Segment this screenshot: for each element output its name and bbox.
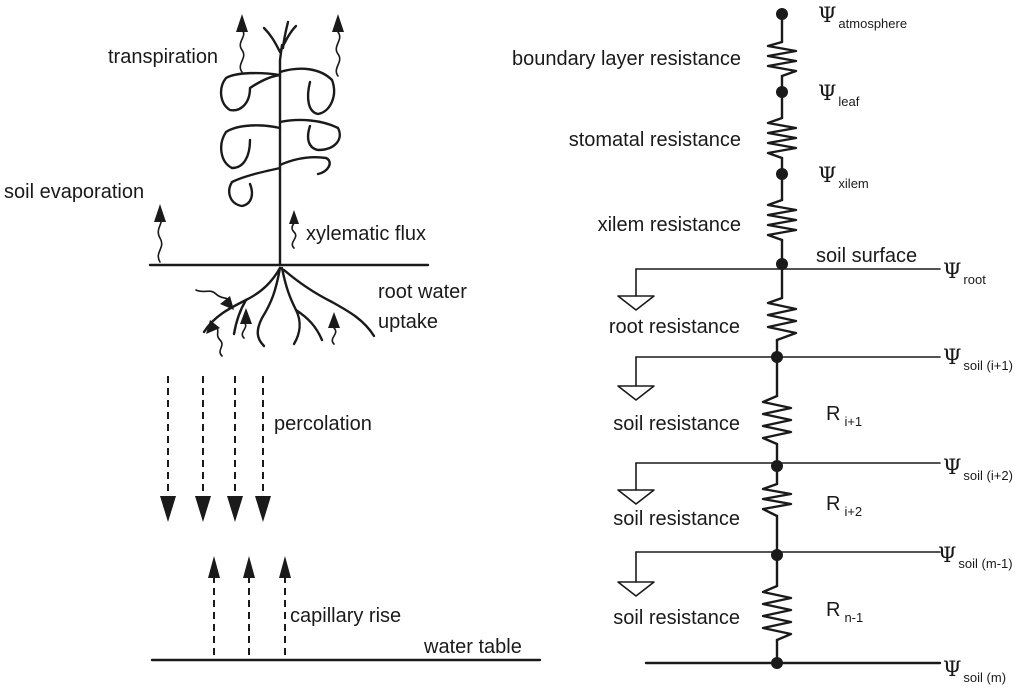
soil-resistance-label: soil resistance: [613, 508, 740, 530]
boundary-layer-resistance-label: boundary layer resistance: [512, 48, 741, 70]
ground-symbol: [617, 551, 655, 597]
percolation-arrow: [195, 376, 211, 522]
soil-resistor-2: [761, 482, 793, 518]
plant-leaf: [228, 166, 282, 208]
ground-symbol: [617, 462, 655, 505]
root-uptake-arrow: [240, 308, 252, 339]
soil-resistance-label: soil resistance: [613, 607, 740, 629]
node-dot: [771, 460, 783, 472]
soil-resistance-label: soil resistance: [613, 413, 740, 435]
capillary-rise-arrow: [208, 556, 220, 658]
root-water-uptake-label-line2: uptake: [378, 311, 438, 333]
plant-sprout: [262, 20, 298, 54]
capillary-rise-arrow: [243, 556, 255, 658]
boundary-layer-resistor: [766, 40, 798, 78]
transpiration-arrow: [332, 14, 344, 77]
capillary-rise-label: capillary rise: [290, 605, 401, 627]
percolation-arrow: [255, 376, 271, 522]
plant-leaf: [278, 67, 336, 116]
soil-evaporation-label: soil evaporation: [4, 181, 144, 203]
percolation-arrow: [227, 376, 243, 522]
plant-leaf: [220, 124, 282, 170]
xylematic-flux-label: xylematic flux: [306, 223, 426, 245]
plant-leaf: [278, 118, 341, 152]
root-uptake-arrow: [206, 320, 223, 357]
plant-stem: [278, 43, 284, 267]
node-dot: [771, 657, 783, 669]
node-dot: [776, 86, 788, 98]
ground-symbol: [617, 356, 655, 401]
plant-leaf: [219, 71, 282, 112]
xilem-resistance-label: xilem resistance: [598, 214, 741, 236]
stomatal-resistor: [766, 116, 798, 160]
transpiration-arrow: [236, 14, 248, 73]
plant-root: [232, 298, 324, 342]
plant-leaf: [278, 156, 331, 176]
node-dot: [776, 258, 788, 270]
capillary-rise-arrow: [279, 556, 291, 658]
node-dot: [776, 168, 788, 180]
xylematic-flux-arrow: [289, 210, 299, 249]
root-resistor: [766, 296, 798, 342]
root-resistance-label: root resistance: [609, 316, 740, 338]
percolation-arrow: [160, 376, 176, 522]
soil-evaporation-arrow: [154, 204, 166, 263]
xilem-resistor: [766, 198, 798, 242]
soil-resistor-3: [761, 584, 793, 642]
percolation-label: percolation: [274, 413, 372, 435]
root-uptake-arrow: [195, 289, 234, 310]
node-dot: [771, 351, 783, 363]
soil-surface-label: soil surface: [816, 245, 917, 267]
plant-root: [256, 266, 282, 348]
ground-symbol: [617, 268, 655, 311]
transpiration-label: transpiration: [108, 46, 218, 68]
water-table-label: water table: [423, 636, 522, 658]
plant-root: [282, 268, 376, 338]
plant-water-flux-panel: transpiration soil evaporation xylematic…: [4, 14, 542, 662]
node-dot: [776, 8, 788, 20]
soil-resistor-1: [761, 394, 793, 446]
root-water-uptake-label-line1: root water: [378, 281, 467, 303]
root-uptake-arrow: [328, 312, 340, 345]
stomatal-resistance-label: stomatal resistance: [569, 129, 741, 151]
node-dot: [771, 549, 783, 561]
resistance-network-panel: boundary layer resistance stomatal resis…: [512, 3, 1013, 685]
